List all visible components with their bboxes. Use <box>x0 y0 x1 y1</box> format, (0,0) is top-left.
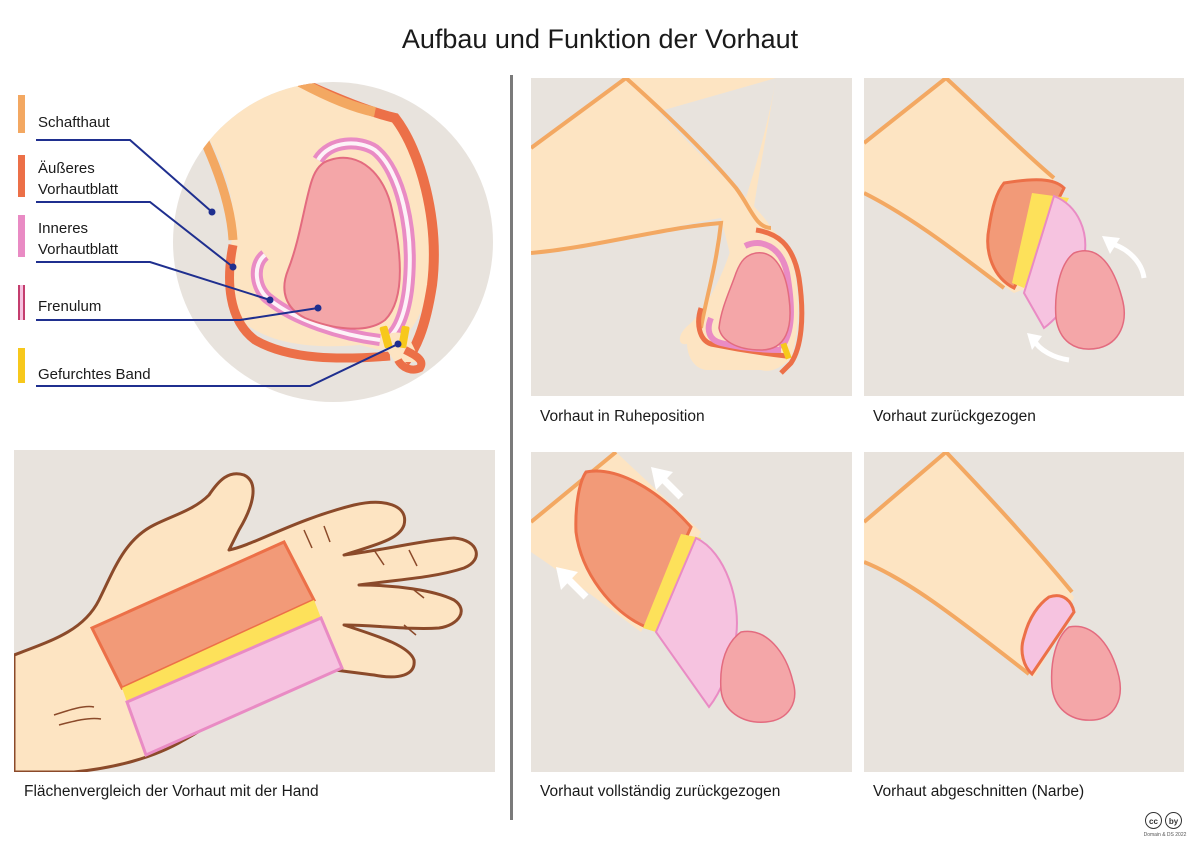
legend-label-schafthaut: Schafthaut <box>38 114 110 131</box>
pointer-dot-schafthaut <box>208 208 216 216</box>
inner-foreskin-area <box>125 616 344 758</box>
palm-lines <box>53 525 425 726</box>
vertical-divider <box>510 75 513 820</box>
rest-position-panel <box>531 78 852 396</box>
shaft-top-edge <box>531 452 618 524</box>
inner-foreskin-gap <box>316 141 412 342</box>
pointer-dot-inneres <box>266 296 274 304</box>
shaft-skin-layer <box>297 82 377 117</box>
fully-retracted-illustration <box>531 452 796 723</box>
glans <box>719 630 796 723</box>
outer-foreskin-lower <box>225 244 391 363</box>
caption-rest: Vorhaut in Ruheposition <box>540 408 705 425</box>
hand-comparison-panel <box>14 450 495 772</box>
outer-foreskin <box>755 227 805 375</box>
retract-arrowhead-upper <box>1102 236 1120 254</box>
shaft-bottom-edge <box>531 220 724 329</box>
rest-position-illustration <box>531 78 805 375</box>
page-title: Aufbau und Funktion der Vorhaut <box>401 24 799 54</box>
license-credit: Domain & DS 2022 <box>1143 832 1187 838</box>
ridged-band-mark-1 <box>379 325 393 349</box>
pull-arrowhead-upper <box>651 467 673 490</box>
fully-retracted-panel <box>531 452 852 772</box>
pull-arrowhead-lower <box>556 567 578 590</box>
hand-illustration <box>14 472 478 772</box>
pointer-schafthaut <box>36 139 213 213</box>
pointer-dot-frenulum <box>314 304 322 312</box>
by-icon: by <box>1165 812 1182 829</box>
legend-swatch-frenulum <box>18 285 25 320</box>
ridged-band-area <box>122 600 321 702</box>
legend-swatch-aeusseres <box>18 155 25 197</box>
shaft-bottom-edge <box>864 560 1031 676</box>
retract-arrowhead-lower <box>1027 333 1042 350</box>
shaft-bottom-edge <box>864 191 1006 290</box>
scar-line <box>1020 594 1076 677</box>
retracted-panel <box>864 78 1184 396</box>
shaft-top-edge <box>864 452 1074 594</box>
shaft-fill <box>864 452 1074 677</box>
glans <box>283 156 401 330</box>
legend-label-frenulum: Frenulum <box>38 298 102 315</box>
retract-arrow-upper <box>1108 240 1147 279</box>
caption-retracted: Vorhaut zurückgezogen <box>873 408 1036 425</box>
outer-foreskin-lower <box>696 307 787 359</box>
retracted-illustration <box>864 78 1147 363</box>
caption-cut: Vorhaut abgeschnitten (Narbe) <box>873 783 1085 800</box>
pointer-frenulum <box>36 307 319 321</box>
caption-hand: Flächenvergleich der Vorhaut mit der Han… <box>24 783 319 800</box>
inner-foreskin-lower-gap <box>254 253 381 342</box>
circumcised-illustration <box>864 452 1121 721</box>
glans <box>718 252 791 351</box>
shaft-top-edge <box>864 78 1056 180</box>
pointer-aeusseres <box>36 201 234 268</box>
pointer-inneres <box>36 261 271 301</box>
shaft-upper-edge <box>624 78 772 230</box>
pointer-dot-aeusseres <box>229 263 237 271</box>
retract-arrow-lower <box>1031 338 1070 363</box>
ridged-band <box>780 342 792 360</box>
license-badge: cc by Domain & DS 2022 <box>1143 812 1187 842</box>
caption-fully-retracted: Vorhaut vollständig zurückgezogen <box>540 783 781 800</box>
glans <box>1050 625 1121 721</box>
pointer-gefurchtes-band <box>36 343 399 387</box>
legend-swatch-inneres <box>18 215 25 257</box>
foreskin-tip-outer <box>394 346 426 374</box>
cross-section-diagram <box>36 82 493 402</box>
glans <box>1054 250 1125 350</box>
shaft-top-edge <box>531 78 628 150</box>
pointer-dot-gefurchtes-band <box>394 340 402 348</box>
legend-swatch-schafthaut <box>18 95 25 133</box>
legend-label-gefurchtes-band: Gefurchtes Band <box>38 366 151 383</box>
cc-icon: cc <box>1145 812 1162 829</box>
legend-swatch-gefurchtes-band <box>18 348 25 383</box>
circumcised-panel <box>864 452 1184 772</box>
legend-pointer-lines <box>36 139 399 387</box>
inner-foreskin <box>743 240 794 350</box>
ridged-band-mark-2 <box>398 325 410 349</box>
